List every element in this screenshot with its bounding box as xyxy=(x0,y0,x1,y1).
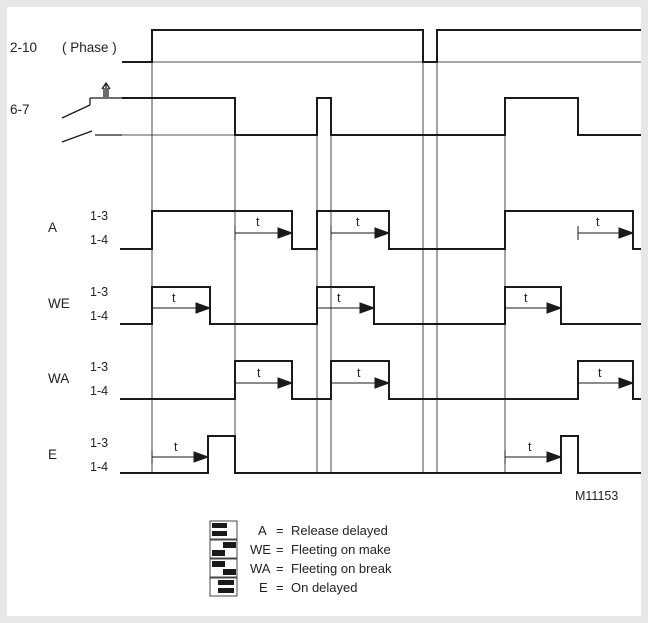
t-label: t xyxy=(256,215,260,229)
legend-a-text: Release delayed xyxy=(291,523,388,538)
t-arrow xyxy=(505,302,563,314)
t-arrow xyxy=(317,302,376,314)
mode-icon-e xyxy=(218,580,234,585)
row-a-bottom: 1-4 xyxy=(90,233,108,247)
row-e-code: E xyxy=(48,447,57,462)
t-arrow xyxy=(234,226,294,240)
switch-symbol-icon xyxy=(61,81,122,143)
waveforms xyxy=(120,29,641,474)
t-label: t xyxy=(524,291,528,305)
t-arrow xyxy=(152,302,212,314)
legend-we-sep: = xyxy=(276,542,284,557)
timing-arrows xyxy=(151,226,635,464)
contact-terminal-label: 6-7 xyxy=(10,102,30,117)
legend-we-code: WE xyxy=(250,542,271,557)
row-wa-top: 1-3 xyxy=(90,360,108,374)
phase-terminal-label: 2-10 xyxy=(10,40,37,55)
legend-wa-sep: = xyxy=(276,561,284,576)
legend-a-code: A xyxy=(258,523,267,538)
row-e-top: 1-3 xyxy=(90,436,108,450)
mode-icon-wa xyxy=(212,561,225,567)
row-a-waveform xyxy=(120,210,641,250)
t-label: t xyxy=(356,215,360,229)
legend-e-sep: = xyxy=(276,580,284,595)
t-arrow xyxy=(330,226,391,240)
legend-box-wa xyxy=(209,558,238,578)
t-label: t xyxy=(257,366,261,380)
phase-name-label: ( Phase ) xyxy=(62,40,117,55)
mode-icon-a xyxy=(212,523,227,528)
contact-upper-waveform xyxy=(122,97,641,136)
t-label: t xyxy=(337,291,341,305)
row-wa-waveform xyxy=(120,360,641,400)
legend: A = Release delayed WE = Fleeting on mak… xyxy=(209,520,392,597)
t-arrow xyxy=(504,450,563,464)
t-arrow xyxy=(577,226,635,240)
row-we-waveform xyxy=(120,286,641,325)
legend-wa-code: WA xyxy=(250,561,271,576)
t-arrow xyxy=(235,377,294,389)
row-e-bottom: 1-4 xyxy=(90,460,108,474)
t-label: t xyxy=(172,291,176,305)
legend-box-a xyxy=(209,520,238,540)
row-e-waveform xyxy=(120,435,641,474)
row-we-bottom: 1-4 xyxy=(90,309,108,323)
row-we-top: 1-3 xyxy=(90,285,108,299)
row-we-code: WE xyxy=(48,296,70,311)
legend-e-text: On delayed xyxy=(291,580,358,595)
legend-we-text: Fleeting on make xyxy=(291,542,391,557)
t-arrow xyxy=(331,377,391,389)
legend-wa-text: Fleeting on break xyxy=(291,561,392,576)
t-arrow xyxy=(151,450,210,464)
t-arrow xyxy=(578,377,635,389)
mode-icon-we xyxy=(212,550,225,556)
legend-a-sep: = xyxy=(276,523,284,538)
t-label: t xyxy=(357,366,361,380)
t-label: t xyxy=(596,215,600,229)
row-wa-code: WA xyxy=(48,371,69,386)
row-wa-bottom: 1-4 xyxy=(90,384,108,398)
t-label: t xyxy=(174,440,178,454)
baselines xyxy=(122,61,641,136)
t-label: t xyxy=(528,440,532,454)
figure-id: M11153 xyxy=(575,489,618,503)
legend-e-code: E xyxy=(259,580,268,595)
legend-box-we xyxy=(209,539,238,559)
t-label: t xyxy=(598,366,602,380)
row-a-code: A xyxy=(48,220,57,235)
t-labels: t t t t t t t t t t t xyxy=(172,215,602,454)
legend-box-e xyxy=(209,577,238,597)
phase-waveform xyxy=(122,29,641,63)
reference-lines xyxy=(151,30,506,472)
row-a-top: 1-3 xyxy=(90,209,108,223)
